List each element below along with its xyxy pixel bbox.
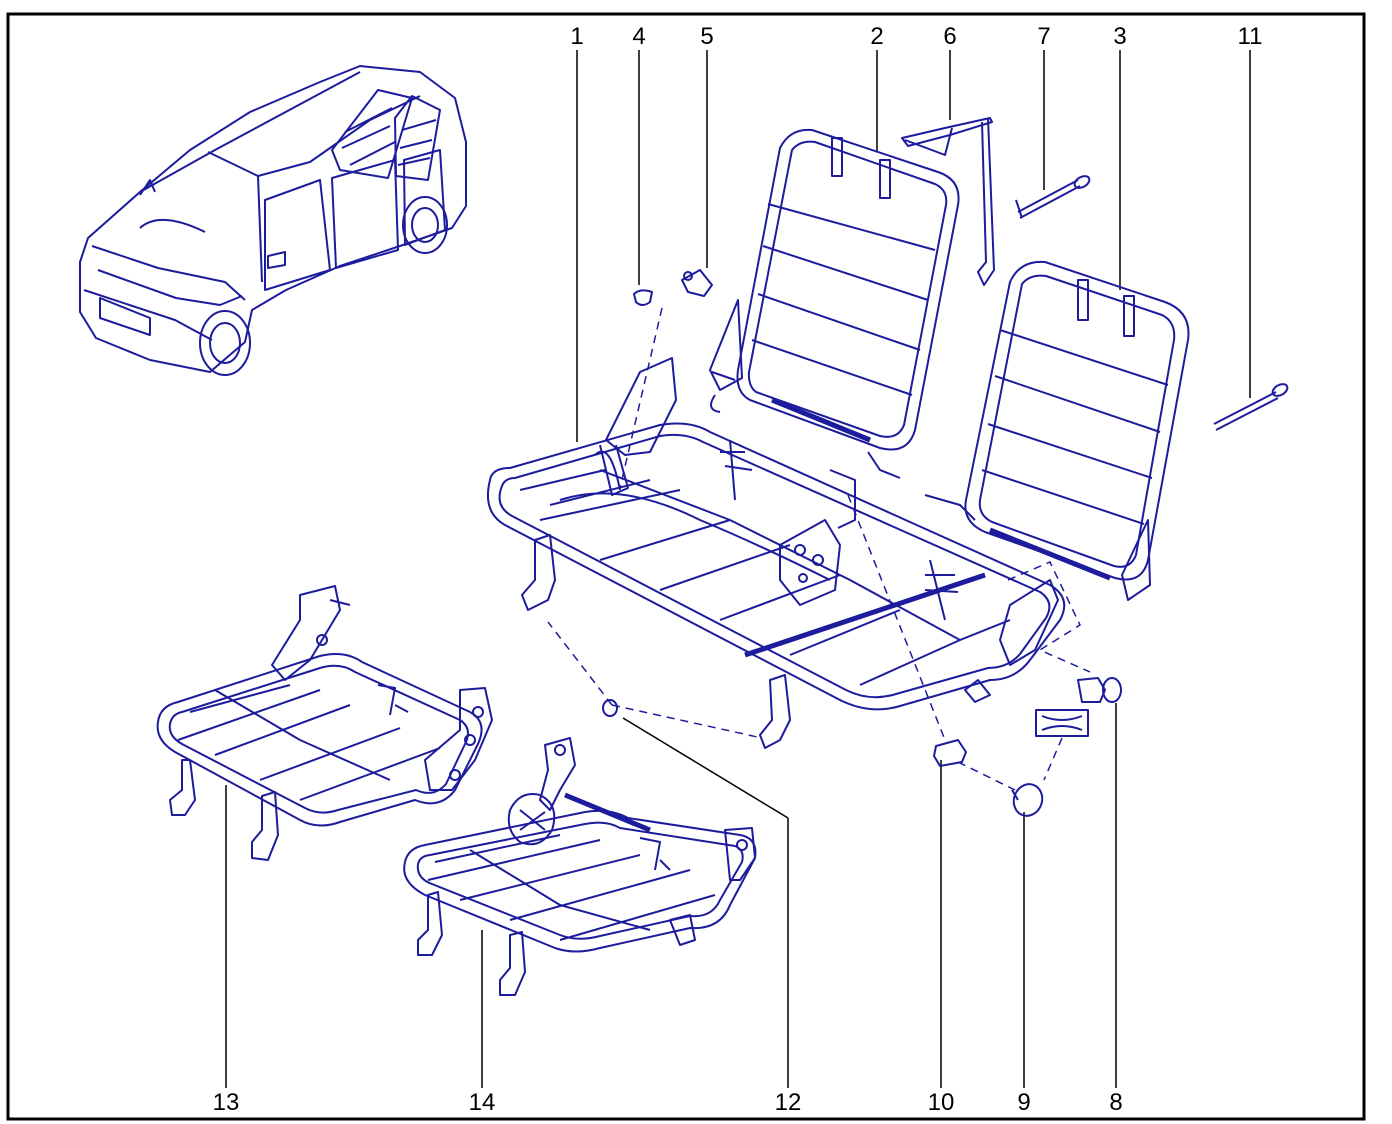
leader-lines: [225, 50, 1251, 1088]
part-8-bolt: [1077, 677, 1106, 703]
callout-7: 7: [1037, 23, 1050, 50]
callout-4: 4: [632, 23, 645, 50]
part-12-cap: [602, 699, 618, 717]
callout-2: 2: [870, 23, 883, 50]
small-fasteners: [602, 269, 1122, 817]
vehicle-overview: [79, 65, 467, 376]
callout-8: 8: [1109, 1089, 1122, 1116]
part-9-washer: [1012, 783, 1044, 817]
callout-14: 14: [469, 1089, 496, 1116]
part-4-clip: [633, 289, 653, 306]
backrest-frame-2: [709, 128, 960, 479]
callout-5: 5: [700, 23, 713, 50]
label-plate: [1035, 709, 1089, 737]
assembly-guides: [547, 307, 1091, 791]
callout-10: 10: [928, 1089, 955, 1116]
callout-9: 9: [1017, 1089, 1030, 1116]
callout-11: 11: [1238, 23, 1263, 50]
part-5-hinge: [681, 269, 713, 297]
callout-1: 1: [570, 23, 583, 50]
callout-12: 12: [775, 1089, 802, 1116]
part-11-pin: [1213, 383, 1289, 431]
callout-6: 6: [943, 23, 956, 50]
single-seat-frame-13: [156, 585, 493, 861]
diagram-border: [6, 12, 1366, 1121]
callout-3: 3: [1113, 23, 1126, 50]
backrest-frame-3: [924, 260, 1190, 601]
part-6-strap: [901, 117, 995, 286]
part-10-block: [933, 739, 967, 767]
callout-13: 13: [213, 1089, 240, 1116]
part-7-pin: [1015, 175, 1091, 219]
single-seat-frame-14: [403, 737, 757, 996]
rear-bench-seat-frame: [486, 357, 1066, 749]
